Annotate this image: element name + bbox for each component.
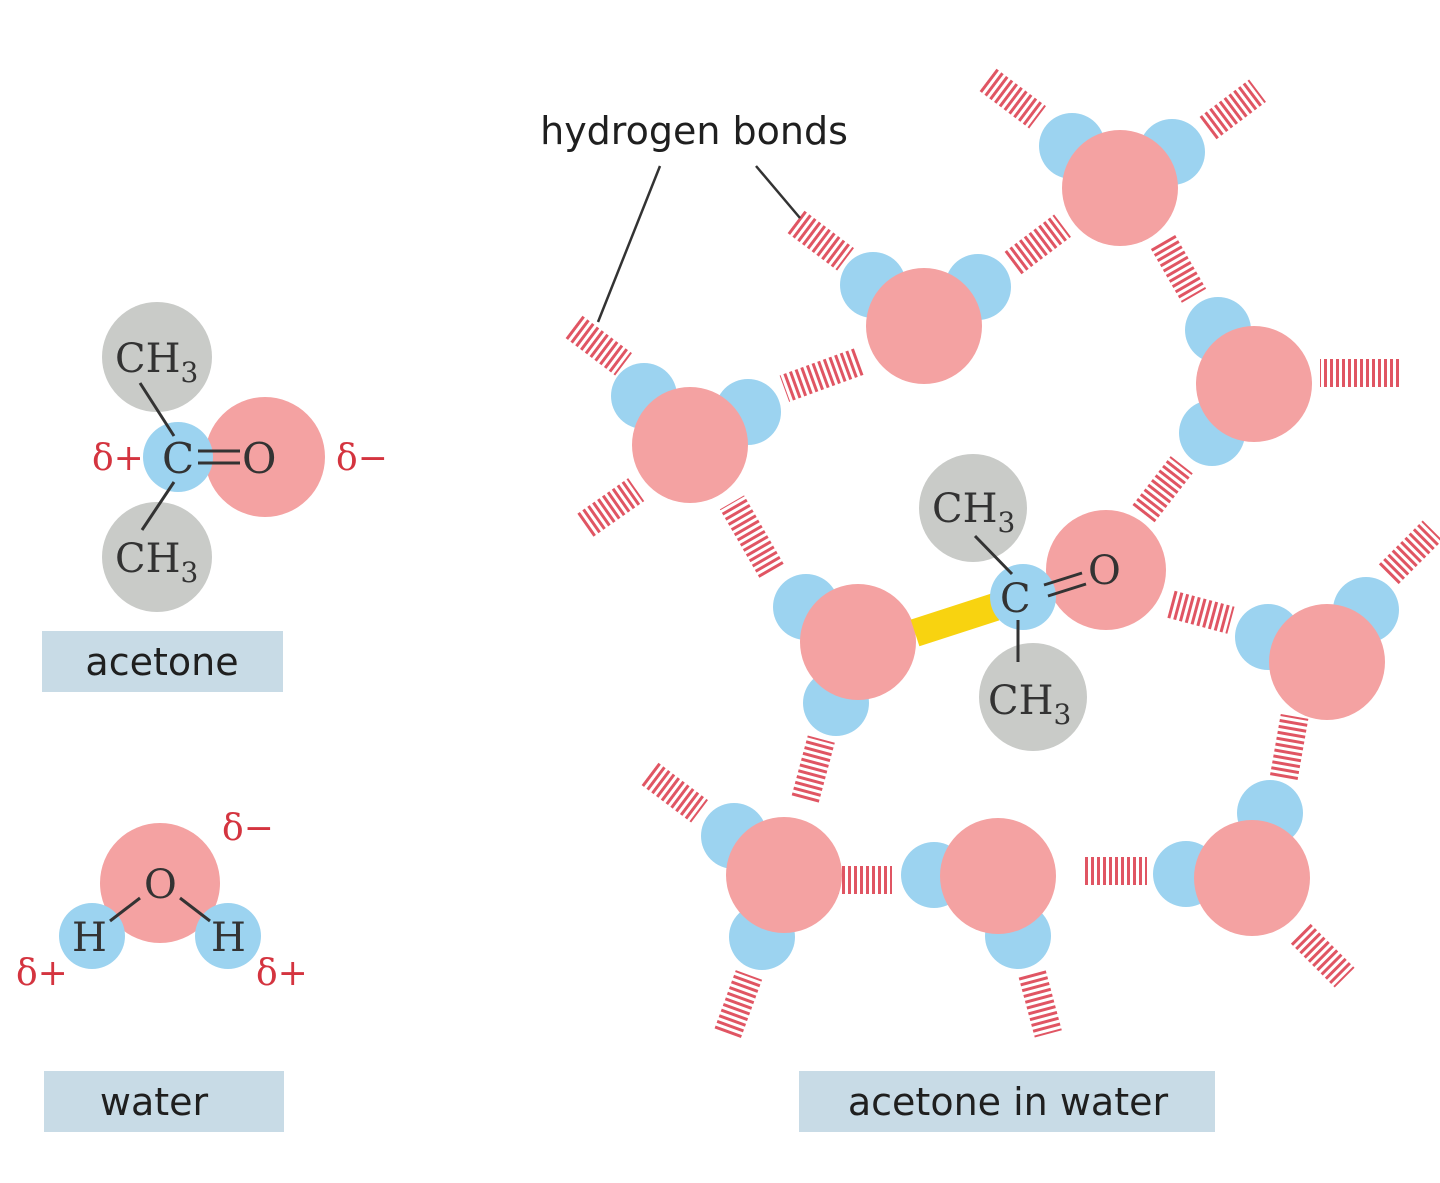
acetone-in-water-molecule: CH3 CH3 C O: [910, 454, 1166, 751]
double-bond-line: [1047, 582, 1087, 598]
partial-positive-label: δ+: [92, 438, 144, 479]
water-molecules: [611, 113, 1399, 970]
methyl-label: CH3: [115, 336, 198, 389]
caption-text: water: [100, 1080, 209, 1124]
hydrogen-bonds-label: hydrogen bonds: [540, 109, 848, 153]
partial-positive-label: δ+: [256, 953, 308, 994]
oxygen-atom: [726, 817, 842, 933]
methyl-label: CH3: [932, 486, 1015, 539]
methyl-group-bottom: [102, 502, 212, 612]
oxygen-label: O: [1088, 548, 1121, 594]
oxygen-atom: [866, 268, 982, 384]
hydrogen-bond: [713, 970, 763, 1040]
oxygen-atom: [800, 584, 916, 700]
hydrogen-bond: [1149, 233, 1207, 303]
oxygen-atom: [1196, 326, 1312, 442]
oxygen-atom: [1046, 510, 1166, 630]
hydrogen-bond: [564, 314, 632, 376]
hydrogen-atom: [195, 903, 261, 969]
hydrogen-bond: [1198, 79, 1266, 141]
hydrogen-bond: [786, 209, 854, 271]
water-molecule: O H H δ− δ+ δ+: [16, 808, 308, 994]
leader-line: [755, 165, 801, 219]
bond-line: [138, 382, 176, 437]
hydrogen-label: H: [72, 915, 107, 961]
hydrogen-bond: [1131, 456, 1193, 524]
hydrogen-bonds: [564, 67, 1440, 1040]
carbon-atom: [990, 564, 1056, 630]
caption-box: [42, 631, 283, 692]
caption-box: [44, 1071, 284, 1132]
methyl-group-top: [102, 302, 212, 412]
acetone-molecule: CH3 CH3 C O δ+ δ−: [92, 302, 388, 612]
hydrogen-bond: [1377, 520, 1440, 586]
hydrogen-bond: [1083, 857, 1147, 885]
hydrogen-bond: [1320, 359, 1400, 387]
oxygen-label: O: [144, 862, 177, 908]
oxygen-label: O: [242, 434, 276, 483]
bond-line: [179, 896, 211, 923]
hydrogen-bond: [1003, 214, 1071, 276]
methyl-group: [919, 454, 1027, 562]
oxygen-atom: [632, 387, 748, 503]
leader-line: [596, 165, 662, 323]
oxygen-atom: [1269, 604, 1385, 720]
carbon-atom: [143, 422, 213, 492]
hydrogen-bond: [1269, 714, 1309, 782]
oxygen-atom: [1062, 130, 1178, 246]
hydrogen-bond: [640, 761, 708, 823]
hydrogen-bond: [719, 495, 785, 579]
hydrogen-bond: [978, 67, 1046, 129]
hydrogen-bond: [1289, 922, 1355, 988]
bond-line: [140, 481, 176, 531]
methyl-label: CH3: [988, 678, 1071, 731]
hydrogen-label: H: [211, 915, 246, 961]
caption-box: [799, 1071, 1215, 1132]
partial-negative-label: δ−: [336, 438, 388, 479]
acetone-in-water-caption: acetone in water: [799, 1071, 1215, 1132]
caption-text: acetone in water: [848, 1080, 1169, 1124]
hydrogen-bond: [1018, 968, 1062, 1038]
bond-line: [109, 896, 141, 923]
hydrogen-atom: [59, 903, 125, 969]
methyl-label: CH3: [115, 536, 198, 589]
methyl-group: [979, 643, 1087, 751]
hydrogen-bond: [1165, 590, 1235, 634]
special-hydrogen-bond: [910, 593, 1000, 647]
water-caption: water: [44, 1071, 284, 1132]
oxygen-atom: [205, 397, 325, 517]
hydrogen-bond: [791, 735, 835, 805]
partial-positive-label: δ+: [16, 953, 68, 994]
oxygen-atom: [1194, 820, 1310, 936]
bond-line: [973, 534, 1014, 576]
carbon-label: C: [162, 434, 194, 483]
hydrogen-bonds-annotation: hydrogen bonds: [540, 109, 848, 323]
oxygen-atom: [940, 818, 1056, 934]
partial-negative-label: δ−: [222, 808, 274, 849]
hydrogen-bond: [575, 478, 645, 538]
hydrogen-bond: [779, 348, 865, 402]
acetone-caption: acetone: [42, 631, 283, 692]
caption-text: acetone: [85, 640, 238, 684]
double-bond-line: [1043, 571, 1083, 587]
carbon-label: C: [1000, 576, 1031, 622]
oxygen-atom: [100, 823, 220, 943]
